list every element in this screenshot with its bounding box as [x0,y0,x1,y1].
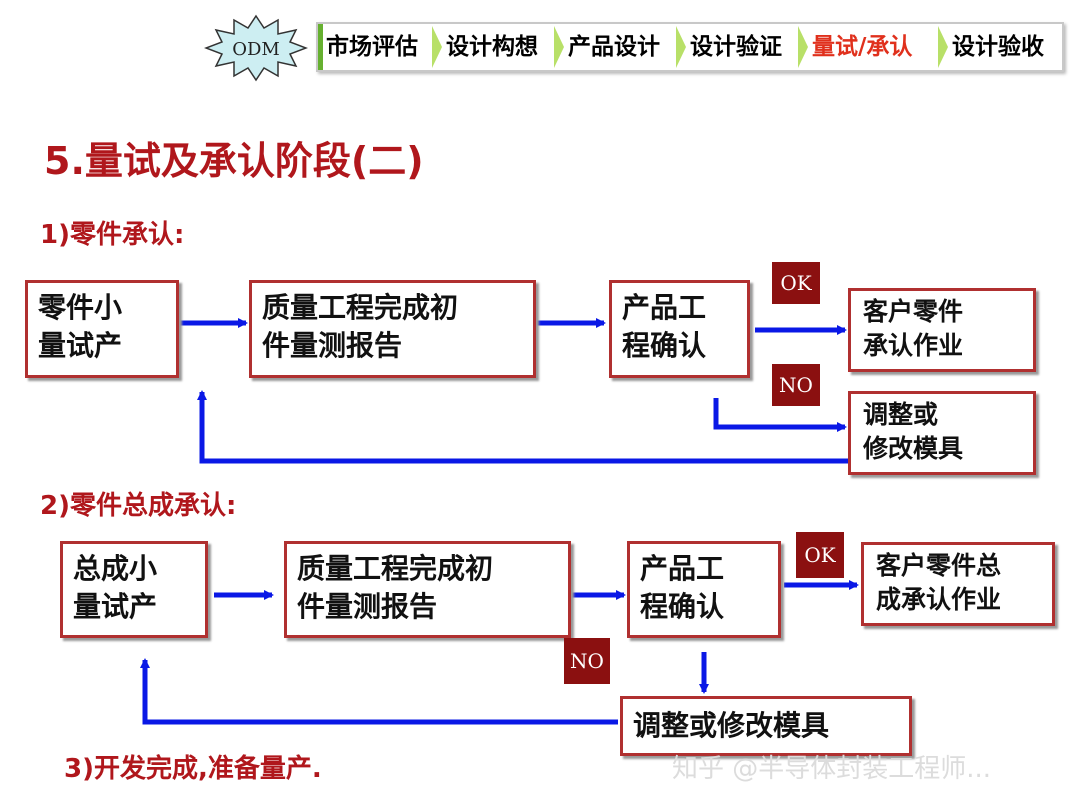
s2-box-assembly-trial: 总成小 量试产 [60,541,208,638]
odm-badge: ODM [204,14,308,82]
nav-separator [554,26,564,68]
s2-ok-line2: 成承认作业 [876,585,1002,614]
nav-accent [318,24,323,70]
s1-box-trial-production: 零件小 量试产 [25,280,179,378]
s2-no-tag: NO [564,638,610,684]
nav-separator [938,26,948,68]
page-title: 5.量试及承认阶段(二) [44,139,424,183]
s2-box-product-confirm: 产品工 程确认 [627,541,781,638]
s1-box2-line2: 件量测报告 [262,329,403,362]
nav-step-product-design[interactable]: 产品设计 [568,34,660,60]
s2-box3-line2: 程确认 [640,590,725,623]
s1-no-line1: 调整或 [863,400,939,429]
s2-ok-line1: 客户零件总 [876,551,1002,580]
s1-no-line2: 修改模具 [863,434,964,463]
s1-box-customer-approval: 客户零件 承认作业 [848,288,1036,372]
s1-box1-line1: 零件小 [38,291,123,324]
nav-step-verification[interactable]: 设计验证 [690,34,782,60]
s1-no-tag: NO [772,364,820,406]
arrow-s1-loop [197,390,848,464]
watermark: 知乎 @半导体封装工程师... [672,754,992,784]
nav-separator [676,26,686,68]
nav-separator [798,26,808,68]
s2-box1-line1: 总成小 [73,552,158,585]
section1-heading: 1)零件承认: [40,220,185,250]
s1-ok-line1: 客户零件 [863,297,964,326]
s2-no-line: 调整或修改模具 [633,709,830,742]
s1-ok-tag: OK [772,262,820,304]
s2-ok-tag: OK [796,532,844,578]
s1-box-adjust-mold: 调整或 修改模具 [848,391,1036,475]
s1-box1-line2: 量试产 [38,329,123,362]
odm-badge-label: ODM [232,39,280,60]
s1-ok-line2: 承认作业 [863,331,964,360]
nav-step-market[interactable]: 市场评估 [326,34,418,60]
s2-box1-line2: 量试产 [73,590,158,623]
s2-box2-line2: 件量测报告 [297,590,438,623]
nav-separator [432,26,442,68]
s2-box3-line1: 产品工 [640,552,725,585]
s1-box2-line1: 质量工程完成初 [262,291,459,324]
s2-box-customer-approval: 客户零件总 成承认作业 [861,542,1055,626]
nav-step-trial-approval[interactable]: 量试/承认 [812,34,913,60]
section2-heading: 2)零件总成承认: [40,491,237,521]
nav-step-acceptance[interactable]: 设计验收 [952,34,1044,60]
s1-box3-line1: 产品工 [622,291,707,324]
s2-box2-line1: 质量工程完成初 [297,552,494,585]
s2-box-quality-report: 质量工程完成初 件量测报告 [284,541,571,638]
process-nav-bar: 市场评估 设计构想 产品设计 设计验证 量试/承认 设计验收 [316,22,1064,72]
s1-box-product-confirm: 产品工 程确认 [609,280,750,378]
arrow-s2-loop [140,658,618,725]
nav-step-concept[interactable]: 设计构想 [446,34,538,60]
arrow-s1-no [713,398,847,432]
s1-box-quality-report: 质量工程完成初 件量测报告 [249,280,536,378]
section3-heading: 3)开发完成,准备量产. [64,754,322,784]
s2-box-adjust-mold: 调整或修改模具 [620,696,912,756]
s1-box3-line2: 程确认 [622,329,707,362]
